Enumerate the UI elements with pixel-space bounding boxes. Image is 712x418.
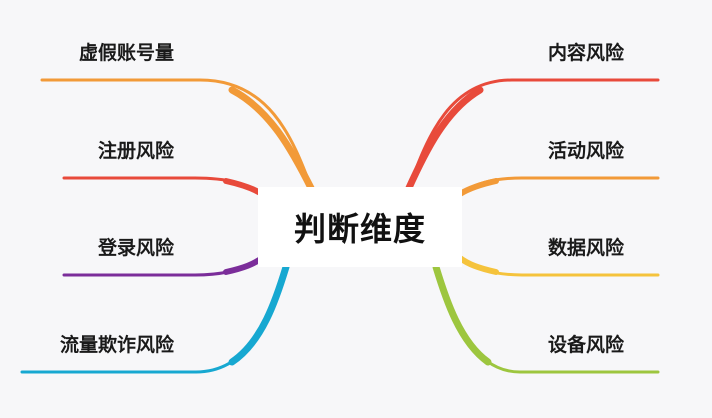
connector-left-1 (40, 78, 314, 192)
connector-left-1-taper (228, 86, 316, 194)
connector-right-4 (434, 265, 660, 374)
branch-right-3[interactable]: 数据风险 (548, 236, 624, 260)
branch-right-4[interactable]: 设备风险 (548, 333, 624, 357)
branch-right-4-label: 设备风险 (548, 334, 625, 356)
connector-right-1 (406, 78, 660, 192)
branch-left-2-label: 注册风险 (97, 140, 174, 162)
branch-left-2[interactable]: 注册风险 (98, 139, 174, 163)
branch-left-1-label: 虚假账号量 (78, 42, 174, 64)
branch-right-2[interactable]: 活动风险 (548, 139, 624, 163)
connector-right-2-taper (457, 178, 499, 197)
branch-left-3-label: 登录风险 (97, 237, 174, 259)
connector-left-4-taper (228, 263, 290, 366)
branch-right-2-label: 活动风险 (548, 140, 625, 162)
branch-left-4-label: 流量欺诈风险 (59, 334, 174, 356)
connector-left-3-taper (223, 255, 265, 275)
connector-right-4-taper (432, 263, 492, 366)
center-node[interactable]: 判断维度 (258, 187, 462, 267)
branch-left-3[interactable]: 登录风险 (98, 236, 174, 260)
connector-right-1-taper (404, 86, 484, 194)
branch-left-4[interactable]: 流量欺诈风险 (60, 333, 174, 357)
branch-right-1[interactable]: 内容风险 (548, 41, 624, 65)
connector-right-3-taper (457, 255, 499, 275)
branch-right-1-label: 内容风险 (548, 42, 625, 64)
branch-right-3-label: 数据风险 (548, 237, 625, 259)
branch-left-1[interactable]: 虚假账号量 (79, 41, 174, 65)
center-node-label: 判断维度 (293, 210, 426, 248)
connector-left-2-taper (223, 178, 265, 197)
